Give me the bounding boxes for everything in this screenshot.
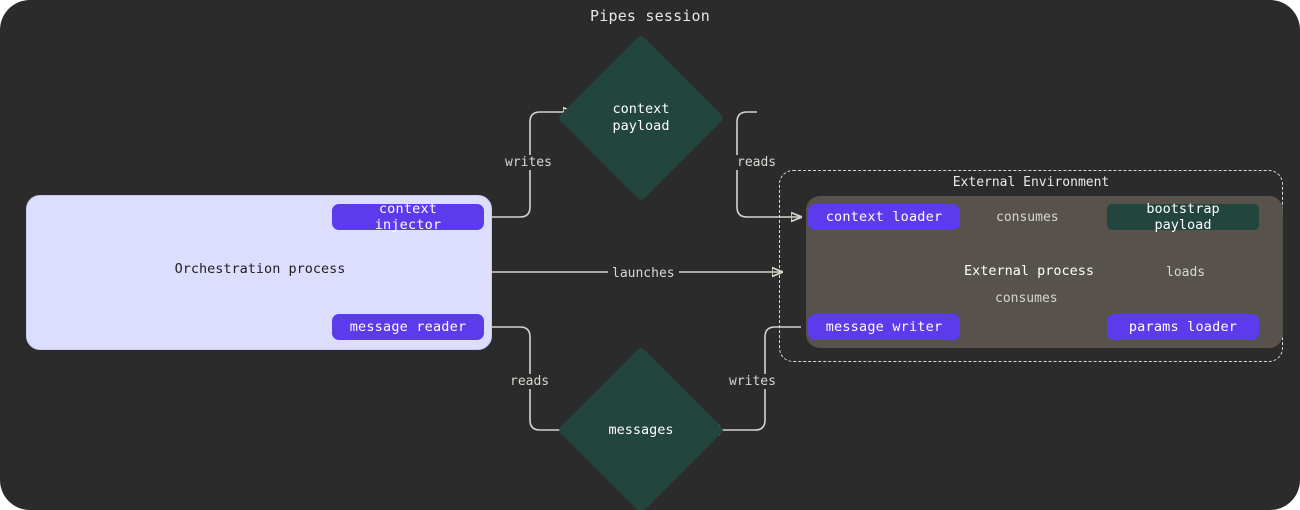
context-payload-label: context payload [612, 101, 670, 134]
resource-context-payload[interactable]: context payload [557, 34, 725, 202]
external-environment-label: External Environment [952, 175, 1110, 190]
node-context-loader[interactable]: context loader [808, 204, 960, 230]
page-title: Pipes session [590, 7, 710, 25]
node-context-injector[interactable]: context injector [332, 201, 484, 233]
messages-label: messages [608, 421, 674, 438]
edge-label-consumes-message: consumes [991, 291, 1062, 306]
edge-label-writes-messages: writes [725, 374, 780, 389]
edge-label-launches: launches [608, 266, 679, 281]
node-message-reader[interactable]: message reader [332, 314, 484, 340]
edge-label-reads-context: reads [733, 155, 781, 170]
edge-label-loads-params: loads [1162, 265, 1210, 280]
external-process-label: External process [963, 263, 1095, 279]
edge-label-reads-messages: reads [506, 374, 554, 389]
node-params-loader[interactable]: params loader [1107, 314, 1259, 340]
node-message-writer[interactable]: message writer [808, 314, 960, 340]
orchestration-process-label: Orchestration process [174, 261, 346, 277]
edge-label-writes-context: writes [501, 155, 556, 170]
edge-label-consumes-context: consumes [992, 210, 1063, 225]
resource-messages[interactable]: messages [557, 346, 725, 510]
node-bootstrap-payload[interactable]: bootstrap payload [1107, 201, 1259, 233]
